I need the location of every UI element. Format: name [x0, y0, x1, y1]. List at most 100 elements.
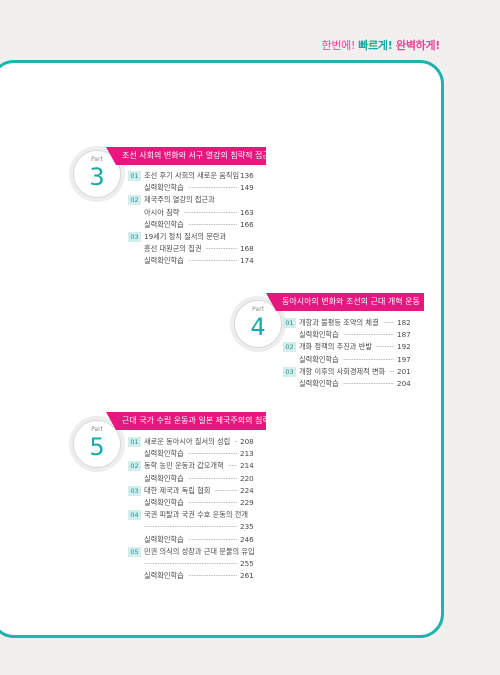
- part-5-title: 근대 국가 수립 운동과 일본 제국주의의 침략: [106, 412, 270, 430]
- slogan-part-1: 한번에!: [321, 39, 359, 52]
- toc-entry-title: 실력확인학습: [144, 183, 184, 193]
- page-number: 174: [240, 256, 254, 266]
- page-number: 214: [240, 461, 254, 471]
- page-number: 163: [240, 207, 254, 217]
- leader-dots: ········································…: [205, 244, 237, 254]
- part-3-label: Part: [91, 156, 103, 163]
- leader-dots: ········································…: [188, 219, 237, 229]
- toc-row[interactable]: 실력확인학습··································…: [128, 182, 254, 194]
- toc-entry-title: 제국주의 열강의 접근과: [144, 195, 215, 205]
- leader-dots: ········································…: [183, 207, 237, 217]
- leader-dots: ········································…: [188, 571, 237, 581]
- toc-entry-title: 아시아 침략: [144, 207, 180, 217]
- toc-row[interactable]: 실력확인학습 ··································…: [128, 497, 254, 509]
- toc-row[interactable]: 실력확인학습 ··································…: [283, 354, 411, 366]
- chapter-number-badge: 02: [283, 342, 296, 353]
- leader-dots: ········································…: [188, 473, 237, 483]
- page-number: 235: [240, 522, 254, 532]
- toc-entry-title: 실력확인학습: [299, 378, 339, 388]
- leader-dots: ········································…: [343, 330, 394, 340]
- page-number: 197: [397, 354, 411, 364]
- page-number: 224: [240, 485, 254, 495]
- toc-row[interactable]: 실력확인학습 ··································…: [283, 378, 411, 390]
- part-3-number: 3: [89, 163, 105, 191]
- toc-entry-title: 개항과 불평등 조약의 체결: [299, 318, 379, 327]
- toc-row[interactable]: ········································…: [128, 521, 254, 533]
- chapter-number-badge: 03: [283, 366, 296, 377]
- toc-entry-title: 개항 이후의 사회경제적 변화: [299, 366, 386, 376]
- chapter-number-badge: 02: [128, 461, 141, 472]
- toc-row[interactable]: 실력확인학습 ··································…: [128, 448, 254, 460]
- page-number: 208: [240, 437, 254, 446]
- toc-entry-title: 실력확인학습: [299, 354, 339, 364]
- page-number: 201: [397, 366, 411, 376]
- part-4-title: 동아시아의 변화와 조선의 근대 개혁 운동: [266, 293, 424, 311]
- chapter-number-badge: 01: [128, 437, 141, 447]
- leader-dots: ········································…: [188, 534, 237, 544]
- toc-row[interactable]: ········································…: [128, 558, 254, 570]
- toc-entry-title: 실력확인학습: [144, 534, 184, 544]
- page-number: 213: [240, 449, 254, 459]
- toc-entry-title: 실력확인학습: [144, 449, 184, 459]
- slogan-part-2: 빠르게!: [358, 39, 393, 52]
- leader-dots: ········································…: [188, 449, 237, 459]
- chapter-number-badge: 02: [128, 195, 141, 206]
- toc-entry-title: 조선 후기 사회의 새로운 움직임: [144, 171, 240, 180]
- page-number: 261: [240, 571, 254, 581]
- leader-dots: ········································…: [383, 318, 394, 327]
- toc-entry-title: 실력확인학습: [144, 497, 184, 507]
- leader-dots: ········································…: [234, 437, 237, 446]
- toc-row[interactable]: 아시아 침략··································…: [128, 207, 254, 219]
- part-3-title: 조선 사회의 변화와 서구 열강의 침략적 접근: [106, 147, 270, 165]
- toc-entry-title: 실력확인학습: [144, 571, 184, 581]
- toc-row[interactable]: 실력확인학습 ··································…: [128, 534, 254, 546]
- toc-entry-title: 국권 피탈과 국권 수호 운동의 전개: [144, 510, 248, 520]
- toc-row[interactable]: 실력확인학습 ··································…: [128, 219, 254, 231]
- toc-row[interactable]: 실력확인학습··································…: [128, 255, 254, 267]
- toc-entry-title: 실력확인학습: [144, 473, 184, 483]
- toc-entry-title: 새로운 동아시아 질서의 성립: [144, 437, 231, 446]
- page-number: 229: [240, 497, 254, 507]
- part-5-label: Part: [91, 426, 103, 433]
- leader-dots: ········································…: [343, 378, 394, 388]
- chapter-number-badge: 01: [283, 318, 296, 328]
- leader-dots: ········································…: [343, 354, 394, 364]
- toc-row[interactable]: 실력확인학습 ··································…: [128, 473, 254, 485]
- slogan: 한번에! 빠르게! 완벽하게!: [322, 37, 441, 53]
- page-number: 220: [240, 473, 254, 483]
- toc-row[interactable]: 실력확인학습 ··································…: [128, 570, 254, 582]
- page-number: 187: [397, 330, 411, 340]
- page-number: 149: [240, 183, 254, 193]
- page-number: 192: [397, 342, 411, 352]
- leader-dots: ········································…: [389, 366, 394, 376]
- page-number: 168: [240, 244, 254, 254]
- chapter-number-badge: 01: [128, 171, 141, 181]
- toc-entry-title: 흥선 대원군의 집권: [144, 244, 202, 254]
- toc-entry-title: 동학 농민 운동과 갑오개혁: [144, 461, 224, 471]
- leader-dots: ········································…: [214, 485, 237, 495]
- page-number: 136: [240, 171, 254, 180]
- page-number: 255: [240, 558, 254, 568]
- page-number: 246: [240, 534, 254, 544]
- toc-entry-title: 19세기 정치 질서의 문란과: [144, 231, 227, 241]
- leader-dots: ········································…: [188, 497, 237, 507]
- toc-entry-title: 실력확인학습: [299, 330, 339, 340]
- leader-dots: ········································…: [228, 461, 237, 471]
- toc-row[interactable]: 흥선 대원군의 집권······························…: [128, 243, 254, 255]
- toc-entry-title: 실력확인학습: [144, 219, 184, 229]
- toc-row[interactable]: 실력확인학습 ··································…: [283, 329, 411, 341]
